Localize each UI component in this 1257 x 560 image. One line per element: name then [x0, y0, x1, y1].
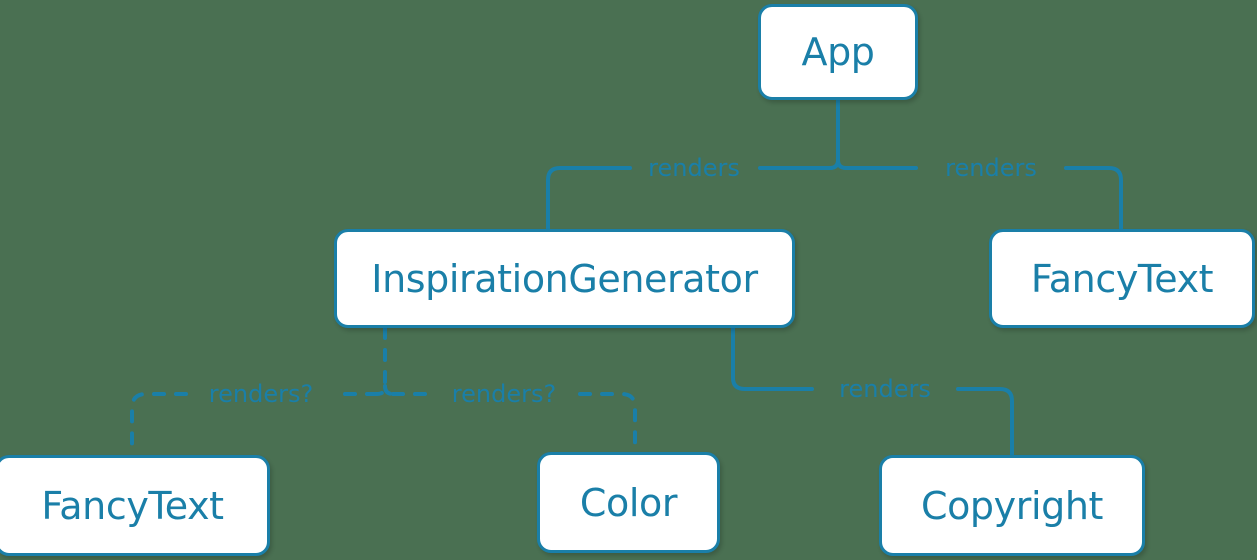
edge-app-stem-left [828, 158, 840, 170]
node-fancytext-top[interactable]: FancyText [989, 229, 1255, 328]
node-copyright[interactable]: Copyright [879, 455, 1145, 556]
node-app[interactable]: App [758, 4, 918, 100]
edge-label-app-inspiration: renders [648, 154, 740, 182]
node-fancytext-bottom[interactable]: FancyText [0, 455, 270, 556]
node-fancytext-top-label: FancyText [1030, 256, 1214, 301]
edge-label-inspiration-copyright: renders [839, 375, 931, 403]
node-copyright-label: Copyright [920, 483, 1104, 528]
edge-label-app-fancytext: renders [945, 154, 1037, 182]
node-inspiration-generator[interactable]: InspirationGenerator [334, 229, 795, 328]
node-inspiration-generator-label: InspirationGenerator [371, 256, 758, 301]
node-app-label: App [801, 30, 875, 74]
edge-app-stem [836, 98, 848, 170]
node-fancytext-bottom-label: FancyText [41, 483, 224, 528]
edge-inspiration-dashed-stem-right [383, 384, 395, 396]
node-color-label: Color [579, 480, 678, 525]
edge-label-inspiration-color: renders? [451, 380, 557, 408]
edge-label-inspiration-fancytext: renders? [208, 380, 314, 408]
node-color[interactable]: Color [537, 452, 720, 553]
edge-inspiration-dashed-stem [375, 326, 387, 396]
